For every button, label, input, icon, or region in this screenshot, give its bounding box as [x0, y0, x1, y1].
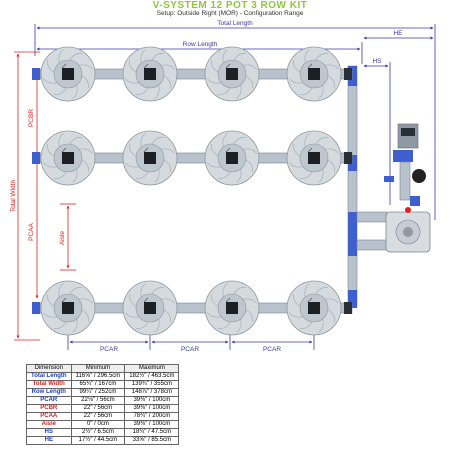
table-cell-maximum: 18¾" / 47.5cm: [124, 428, 180, 437]
table-cell-dimension: PCAA: [26, 412, 72, 421]
table-header-minimum: Minimum: [70, 364, 126, 373]
pot: [204, 130, 260, 186]
pot: [286, 130, 342, 186]
table-header-dimension: Dimension: [26, 364, 72, 373]
pot-drain-icon: [226, 302, 238, 314]
table-cell-maximum: 139¾" / 355cm: [124, 380, 180, 389]
pump-icon: [412, 169, 426, 183]
pot: [40, 130, 96, 186]
table-cell-maximum: 39⅜" / 100cm: [124, 420, 180, 429]
table-cell-minimum: 0" / 0cm: [70, 420, 126, 429]
control-unit: [385, 207, 431, 253]
table-cell-dimension: Total Length: [26, 372, 72, 381]
row-elbow: [344, 152, 352, 164]
row-end-cap: [32, 152, 40, 164]
table-cell-dimension: HE: [26, 436, 72, 445]
pot: [40, 280, 96, 336]
aisle-label: Aisle: [59, 231, 66, 245]
table-header-maximum: Maximum: [124, 364, 180, 373]
table-cell-minimum: 22" / 56cm: [70, 404, 126, 413]
supply-pipe: [347, 65, 388, 308]
pot-drain-icon: [144, 68, 156, 80]
table-cell-dimension: Aisle: [26, 420, 72, 429]
total-width-label: Total Width: [10, 180, 17, 213]
pot-drain-icon: [144, 152, 156, 164]
pot-drain-icon: [144, 302, 156, 314]
pot: [122, 280, 178, 336]
table-cell-maximum: 33⅝" / 85.5cm: [124, 436, 180, 445]
pot-drain-icon: [226, 152, 238, 164]
red-valve-icon: [405, 207, 411, 213]
pot-grid: [32, 46, 353, 336]
pot: [40, 46, 96, 102]
table-cell-dimension: PCBR: [26, 404, 72, 413]
table-cell-maximum: 39⅜" / 100cm: [124, 396, 180, 405]
he-label: HE: [393, 30, 403, 37]
table-cell-maximum: 39⅜" / 100cm: [124, 404, 180, 413]
pot: [286, 46, 342, 102]
pot-drain-icon: [62, 152, 74, 164]
pcbr-label: PCBR: [28, 109, 35, 127]
hs-label: HS: [372, 58, 382, 65]
table-cell-maximum: 78¾" / 200cm: [124, 412, 180, 421]
total-length-label: Total Length: [217, 20, 253, 27]
pot-drain-icon: [308, 152, 320, 164]
pcar-label-1: PCAR: [100, 346, 118, 353]
pot-drain-icon: [308, 68, 320, 80]
table-cell-minimum: 17½" / 44.5cm: [70, 436, 126, 445]
row-length-label: Row Length: [183, 41, 218, 48]
table-cell-maximum: 148⅞" / 378cm: [124, 388, 180, 397]
diagram-title: V-SYSTEM 12 POT 3 ROW KIT: [152, 0, 308, 11]
table-cell-minimum: 116⅝" / 296.5cm: [70, 372, 126, 381]
pcar-label-3: PCAR: [263, 346, 281, 353]
table-cell-dimension: Row Length: [26, 388, 72, 397]
table-cell-minimum: 99¼" / 252cm: [70, 388, 126, 397]
pot: [122, 46, 178, 102]
table-cell-dimension: PCAR: [26, 396, 72, 405]
pcaa-label: PCAA: [28, 222, 35, 240]
row-elbow: [344, 68, 352, 80]
pcar-label-2: PCAR: [181, 346, 199, 353]
pot-drain-icon: [62, 302, 74, 314]
table-header-row: Dimension Minimum Maximum: [26, 364, 180, 373]
valve-assembly: [384, 123, 426, 206]
pot-drain-icon: [308, 302, 320, 314]
pot-drain-icon: [62, 68, 74, 80]
diagram-subtitle: Setup: Outside Right (MOR) - Configurati…: [156, 10, 304, 17]
pot-drain-icon: [226, 68, 238, 80]
pot: [122, 130, 178, 186]
row-end-cap: [32, 68, 40, 80]
table-cell-dimension: Total Width: [26, 380, 72, 389]
table-cell-minimum: 22⅛" / 56cm: [70, 396, 126, 405]
pot: [286, 280, 342, 336]
pot: [204, 46, 260, 102]
table-cell-minimum: 2½" / 6.5cm: [70, 428, 126, 437]
table-cell-maximum: 182½" / 463.5cm: [124, 372, 180, 381]
dimension-text: Total Length Row Length HE HS Total Widt…: [10, 20, 403, 353]
table-cell-dimension: HS: [26, 428, 72, 437]
row-end-cap: [32, 302, 40, 314]
pot: [204, 280, 260, 336]
row-elbow: [344, 302, 352, 314]
table-cell-minimum: 22" / 56cm: [70, 412, 126, 421]
table-cell-minimum: 65¾" / 167cm: [70, 380, 126, 389]
